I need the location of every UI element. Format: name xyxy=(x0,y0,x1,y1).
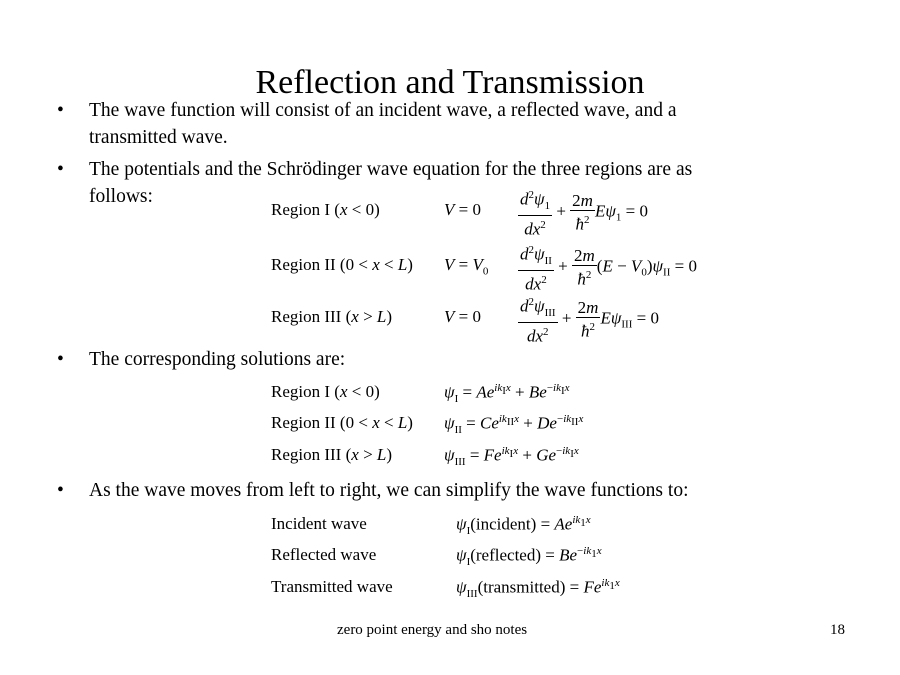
region-label: Region I (x < 0) xyxy=(271,200,380,219)
region-label: Region I (x < 0) xyxy=(271,382,380,401)
wave-label: Transmitted wave xyxy=(271,577,393,596)
region-label: Region III (x > L) xyxy=(271,307,393,326)
page-number: 18 xyxy=(830,622,845,638)
solution: ψIII = FeikIx + Ge−ikIx xyxy=(444,445,579,469)
slide-footer: zero point energy and sho notes xyxy=(337,622,528,638)
bullet-glyph: • xyxy=(57,159,64,180)
bullet-text: The potentials and the Schrödinger wave … xyxy=(89,159,693,180)
region-label: Region II (0 < x < L) xyxy=(271,255,413,274)
wave-label: Incident wave xyxy=(271,514,367,533)
bullet-text-cont: transmitted wave. xyxy=(89,127,228,148)
wave-label: Reflected wave xyxy=(271,545,377,564)
wave-expression: ψI(reflected) = Be−ik1x xyxy=(456,545,602,569)
wave-expression: ψI(incident) = Aeik1x xyxy=(456,514,591,538)
potential: V = V0 xyxy=(444,255,489,278)
bullet-glyph: • xyxy=(57,349,64,370)
solution: ψI = AeikIx + Be−ikIx xyxy=(444,382,570,406)
region-label: Region III (x > L) xyxy=(271,445,393,464)
bullet-text: The wave function will consist of an inc… xyxy=(89,100,677,121)
wave-expression: ψIII(transmitted) = Feik1x xyxy=(456,577,620,601)
bullet-text: As the wave moves from left to right, we… xyxy=(89,480,689,501)
slide-title: Reflection and Transmission xyxy=(255,64,645,101)
region-label: Region II (0 < x < L) xyxy=(271,413,413,432)
potential: V = 0 xyxy=(444,200,481,219)
bullet-text: The corresponding solutions are: xyxy=(89,349,346,370)
bullet-glyph: • xyxy=(57,480,64,501)
potential: V = 0 xyxy=(444,307,481,326)
bullet-glyph: • xyxy=(57,100,64,121)
bullet-text-cont: follows: xyxy=(89,186,153,207)
solution: ψII = CeikIIx + De−ikIIx xyxy=(444,413,584,437)
